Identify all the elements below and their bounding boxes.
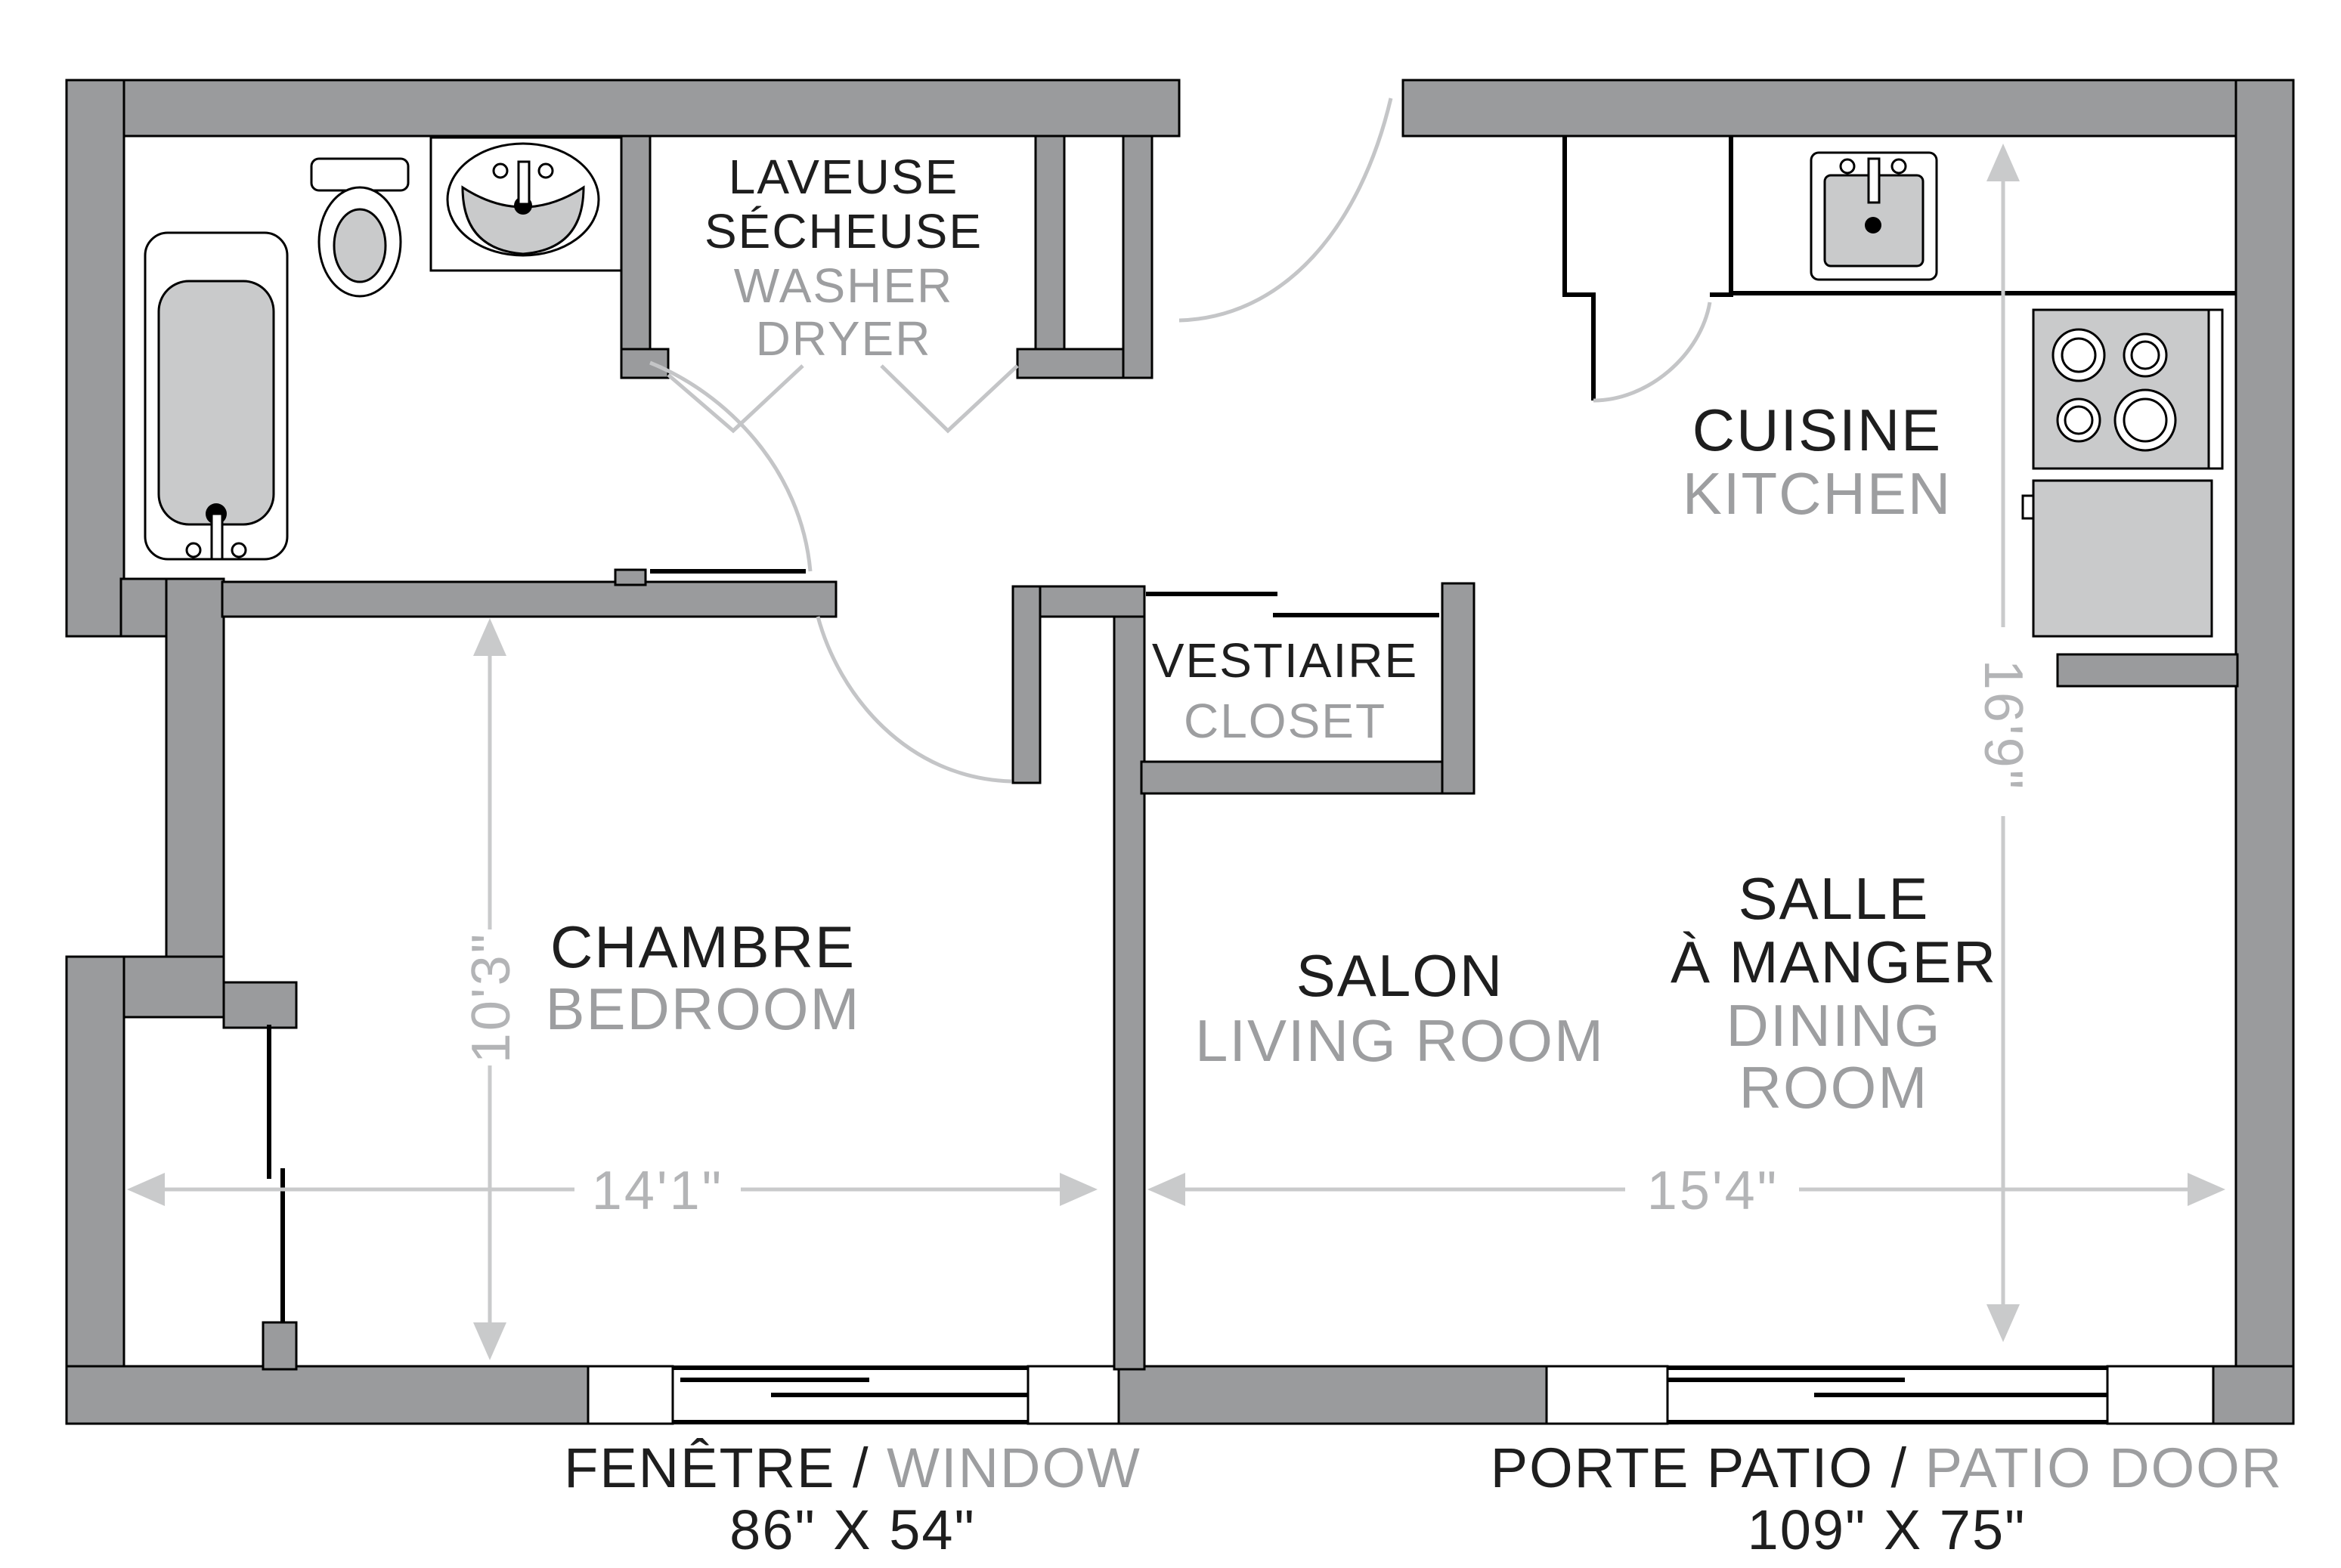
patio-left-pane <box>1545 1365 1669 1425</box>
laundry-left-bifold <box>667 364 804 434</box>
wall-bedroom-closet-top <box>222 981 298 1029</box>
opening-captions: FENÊTRE / WINDOW 86" X 54" PORTE PATIO /… <box>564 1437 2284 1561</box>
wall-laundry-left <box>620 135 652 379</box>
room-labels: LAVEUSE SÉCHEUSE WASHER DRYER CUISINE KI… <box>545 150 1997 1121</box>
window-frame <box>587 1365 1120 1425</box>
bathroom-door-swing <box>649 360 813 572</box>
door-swings <box>649 97 1712 784</box>
laundry-label-en-1: WASHER <box>734 258 954 313</box>
patio-door-caption-en: PATIO DOOR <box>1925 1437 2284 1499</box>
window-caption-en: WINDOW <box>887 1437 1141 1499</box>
wall-bedroom-door-jamb <box>1011 585 1042 784</box>
stove <box>2032 308 2224 470</box>
wall-hall-post <box>1122 135 1153 379</box>
exterior-walls <box>65 79 2295 1425</box>
wall-bedroom-closet-bottom <box>262 1321 298 1371</box>
kitchen-height-dim: 16'9" <box>1973 660 2033 791</box>
bedroom-width-dim: 14'1" <box>592 1161 723 1221</box>
patio-right-pane <box>2106 1365 2215 1425</box>
bathroom-sink <box>429 136 623 272</box>
wall-laundry-right-foot <box>1016 348 1143 379</box>
wall-right <box>2234 79 2295 1425</box>
window-size: 86" X 54" <box>729 1498 976 1561</box>
bedroom-height-dim: 10'3" <box>461 932 522 1063</box>
dimension-arrows <box>127 144 2225 1360</box>
patio-door-frame <box>1545 1365 2215 1425</box>
toilet <box>310 157 410 298</box>
patio-door-caption-fr: PORTE PATIO <box>1491 1437 1874 1499</box>
wall-bath-bedroom <box>221 580 838 618</box>
wall-closet-bottom <box>1140 760 1476 795</box>
bedroom-label-fr: CHAMBRE <box>550 914 856 980</box>
laundry-label-fr-2: SÉCHEUSE <box>704 204 983 258</box>
bedroom-label-en: BEDROOM <box>545 976 860 1042</box>
kitchen-pantry <box>1562 136 2236 401</box>
living-label-en: LIVING ROOM <box>1195 1007 1605 1074</box>
pantry-door-swing <box>1593 302 1712 403</box>
wall-left-lower <box>65 955 125 1425</box>
wall-left-jog <box>165 577 225 1019</box>
wall-bath-stub <box>614 568 647 586</box>
laundry-right-bifold <box>880 364 1019 434</box>
dining-label-en-2: ROOM <box>1739 1054 1929 1121</box>
patio-door-caption: PORTE PATIO / PATIO DOOR <box>1491 1437 2284 1499</box>
closet-label-fr: VESTIAIRE <box>1152 633 1418 688</box>
bathtub <box>144 231 289 561</box>
wall-top-right <box>1401 79 2295 138</box>
wall-top-left <box>65 79 1181 138</box>
laundry-label-fr-1: LAVEUSE <box>729 150 959 204</box>
window-left-pane <box>587 1365 674 1425</box>
window-caption-fr: FENÊTRE <box>564 1437 835 1499</box>
kitchen-label-fr: CUISINE <box>1692 397 1942 463</box>
living-width-dim: 15'4" <box>1647 1161 1779 1221</box>
dining-label-fr-2: À MANGER <box>1671 929 1997 995</box>
window-right-pane <box>1027 1365 1120 1425</box>
kitchen-label-en: KITCHEN <box>1683 460 1952 527</box>
window-caption-sep: / <box>835 1437 887 1499</box>
wall-laundry-left-foot <box>620 348 670 379</box>
wall-left-upper <box>65 79 125 638</box>
dining-label-en-1: DINING <box>1726 992 1942 1059</box>
wall-kitchen-counter-end <box>2056 653 2239 688</box>
wall-laundry-right <box>1034 135 1066 379</box>
closet-label-en: CLOSET <box>1184 694 1386 748</box>
wall-bottom-mid <box>1117 1365 1548 1425</box>
wall-bedroom-living <box>1113 585 1146 1371</box>
patio-door-caption-sep: / <box>1874 1437 1925 1499</box>
refrigerator <box>2021 479 2213 638</box>
window-caption: FENÊTRE / WINDOW <box>564 1437 1141 1499</box>
wall-bottom-right <box>2212 1365 2295 1425</box>
interior-walls <box>221 135 2239 1371</box>
wall-bottom-left <box>65 1365 590 1425</box>
living-label-fr: SALON <box>1296 942 1503 1009</box>
dining-label-fr-1: SALLE <box>1739 865 1930 932</box>
patio-door-size: 109" X 75" <box>1748 1498 2027 1561</box>
front-door-swing <box>1178 97 1393 323</box>
wall-closet-right <box>1441 582 1476 795</box>
bedroom-door-swing <box>816 616 1012 784</box>
kitchen-sink <box>1810 151 1938 281</box>
dimension-labels: 10'3" 14'1" 15'4" 16'9" <box>461 660 2033 1221</box>
laundry-label-en-2: DRYER <box>756 311 932 366</box>
